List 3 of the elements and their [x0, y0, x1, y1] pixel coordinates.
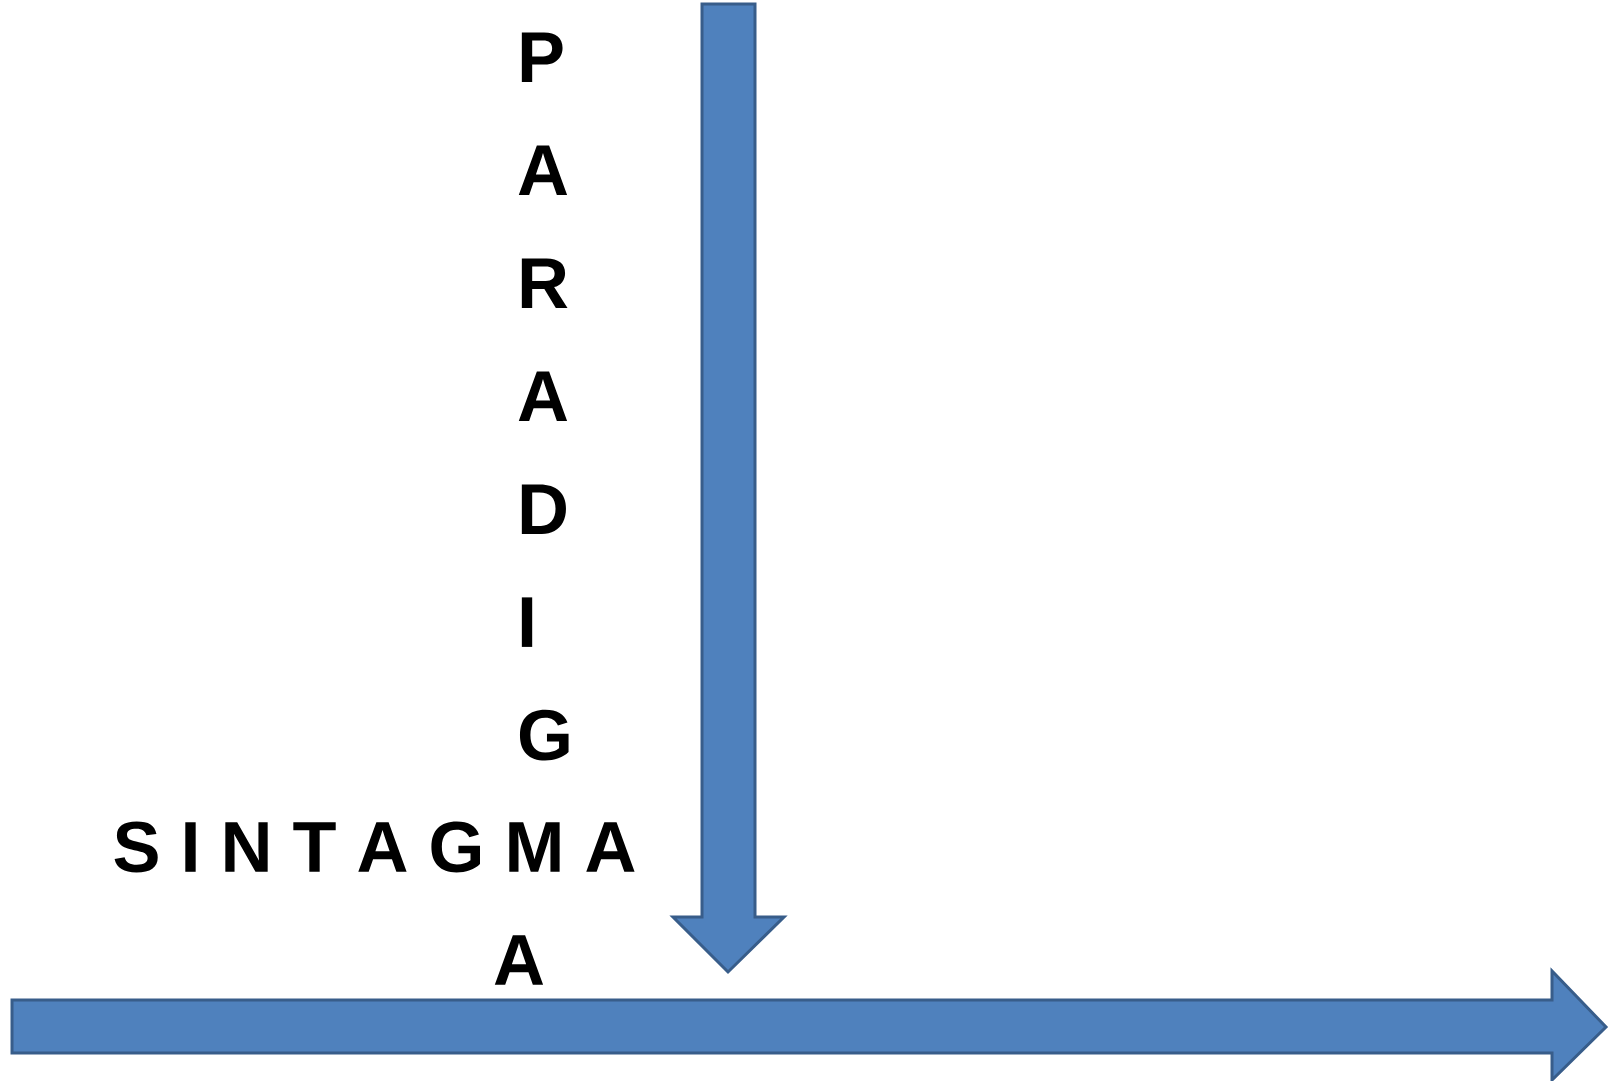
letter-label: P A R A D I G: [518, 32, 569, 761]
letter-label: A: [494, 935, 544, 985]
letter-label: S I N T A G M A: [114, 821, 635, 873]
